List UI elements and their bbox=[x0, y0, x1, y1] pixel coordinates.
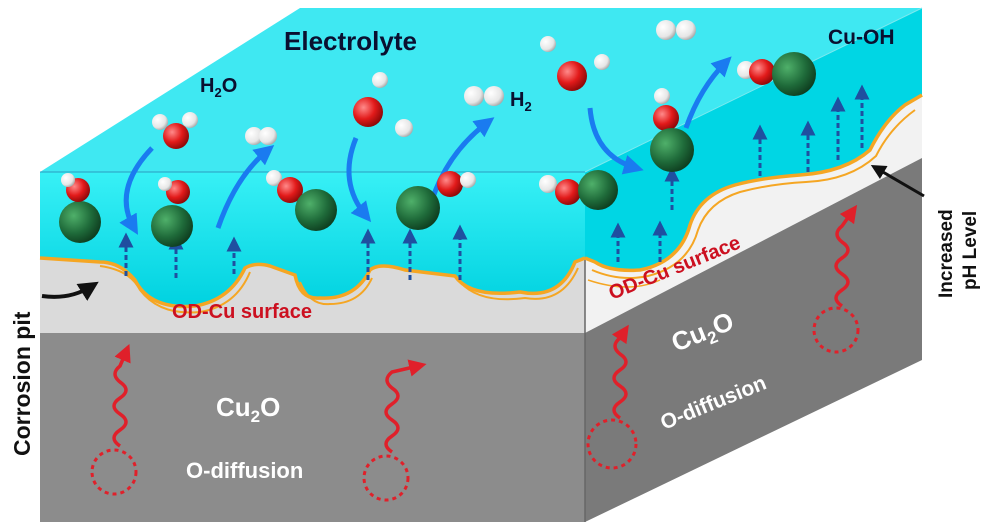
cu2o-label-front: Cu2O bbox=[216, 392, 280, 426]
od-cu-surface-line-side bbox=[584, 93, 923, 273]
ph-level-label: pH Level bbox=[960, 211, 981, 290]
corrosion-pit-label: Corrosion pit bbox=[9, 311, 35, 456]
increased-label: Increased bbox=[936, 209, 957, 298]
h2-label: H2 bbox=[510, 89, 532, 114]
h2o-label: H2O bbox=[200, 75, 237, 100]
side-cu2o-layer bbox=[585, 158, 922, 522]
reaction-arrows bbox=[119, 56, 732, 235]
o-diffusion-markers bbox=[90, 204, 860, 502]
ph-arrows bbox=[118, 84, 870, 280]
molecules bbox=[59, 20, 816, 247]
electrolyte-label: Electrolyte bbox=[284, 26, 417, 56]
o-diffusion-label-front: O-diffusion bbox=[186, 458, 303, 483]
cu-oh-label: Cu-OH bbox=[828, 26, 895, 49]
od-cu-surface-line-front bbox=[39, 256, 586, 309]
od-cu-surface-label-front: OD-Cu surface bbox=[172, 301, 312, 323]
ph-level-pointer bbox=[870, 164, 925, 198]
front-cu2o-layer bbox=[40, 333, 585, 522]
corrosion-pit-pointer bbox=[41, 281, 99, 301]
